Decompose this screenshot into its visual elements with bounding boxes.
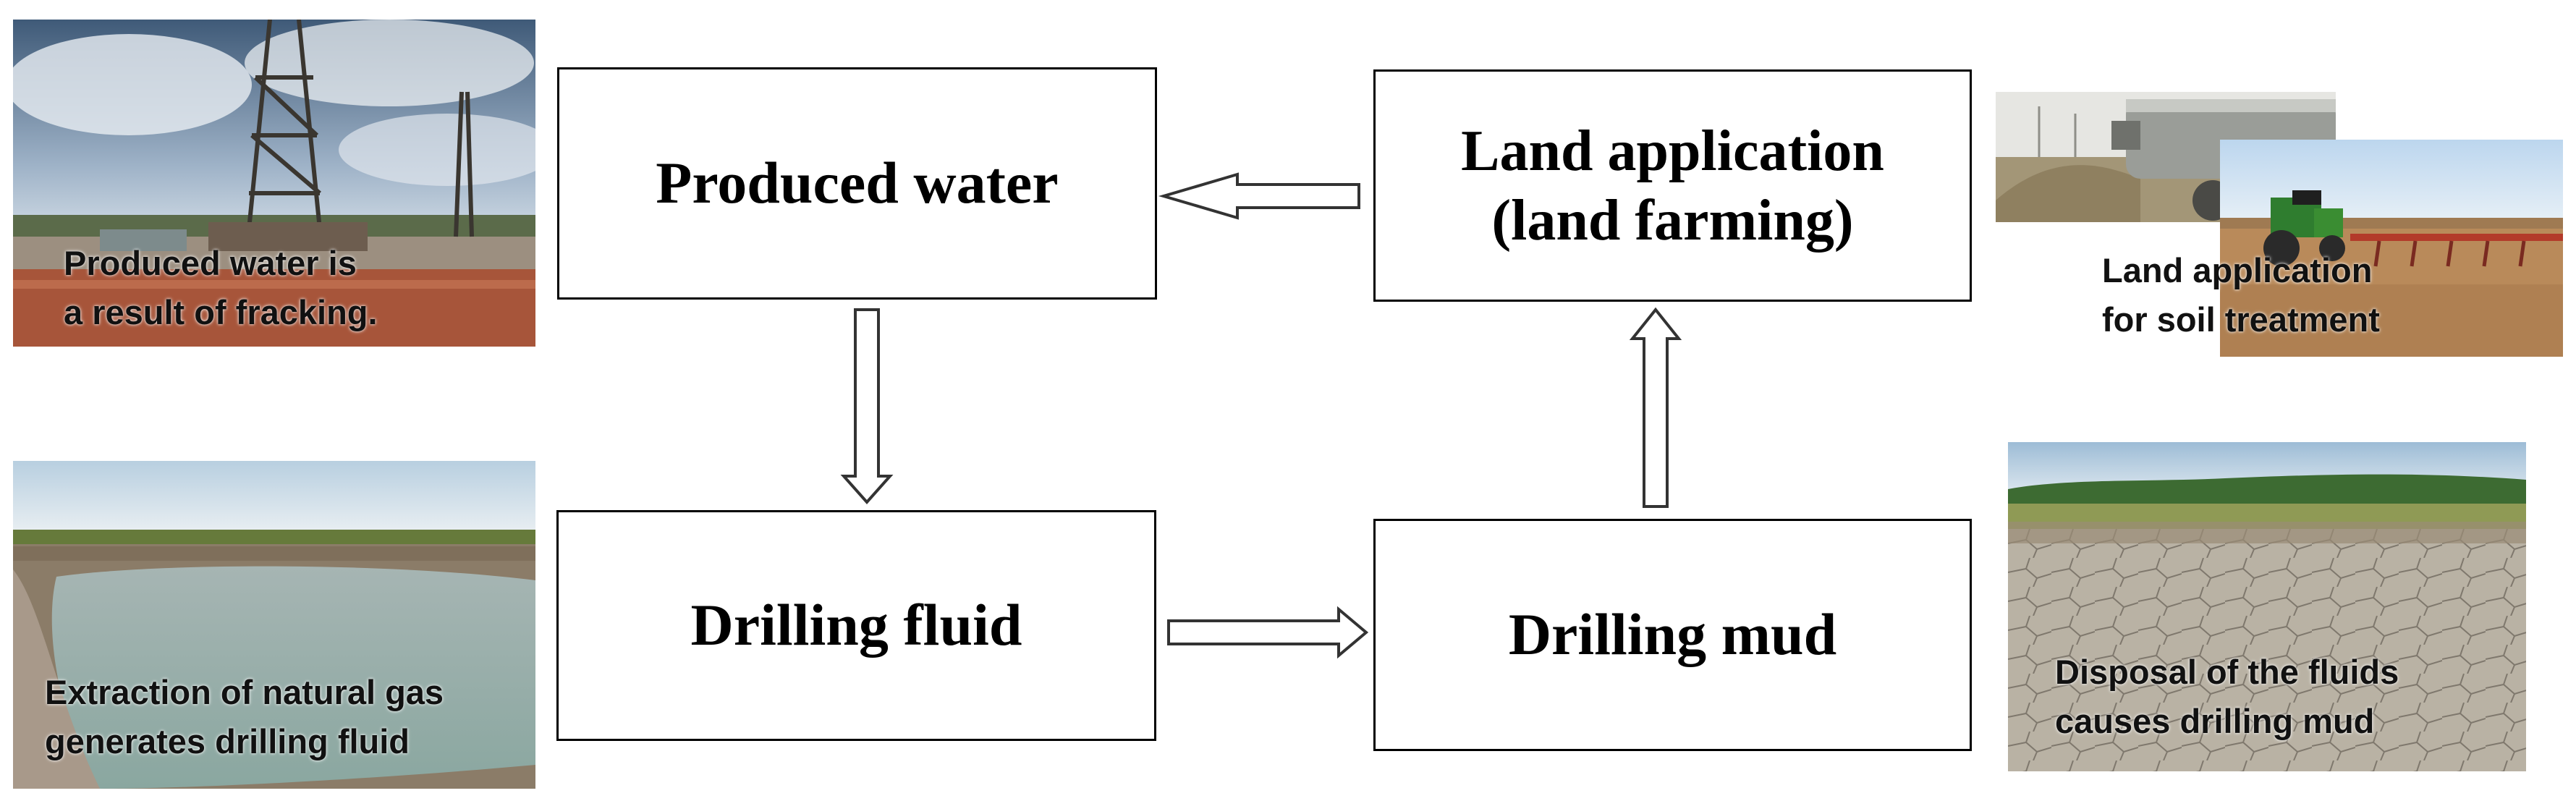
drilling-mud-label: Drilling mud [1508, 601, 1837, 668]
cracked-mud-photo [2008, 442, 2526, 771]
drilling-fluid-pond-photo [13, 461, 535, 789]
land-application-label: Land application (land farming) [1461, 119, 1884, 253]
rig-caption: Produced water is a result of fracking. [64, 244, 378, 332]
cracked-mud-caption: Disposal of the fluids causes drilling m… [2055, 653, 2399, 741]
produced-water-box: Produced water [557, 67, 1157, 300]
land-application-box: Land application (land farming) [1373, 69, 1972, 302]
drilling-fluid-label: Drilling fluid [690, 592, 1022, 658]
arrow-down [840, 308, 894, 505]
arrow-right [1167, 606, 1369, 659]
drilling-mud-box: Drilling mud [1373, 519, 1972, 751]
arrow-left [1158, 172, 1360, 220]
drilling-rig-photo [13, 20, 535, 347]
soil-treatment-caption: Land application for soil treatment [2102, 251, 2380, 339]
produced-water-label: Produced water [656, 150, 1059, 216]
tractor-field-photo [2220, 140, 2563, 357]
arrow-up [1629, 307, 1682, 508]
drilling-fluid-box: Drilling fluid [556, 510, 1156, 741]
pond-caption: Extraction of natural gas generates dril… [45, 673, 444, 761]
